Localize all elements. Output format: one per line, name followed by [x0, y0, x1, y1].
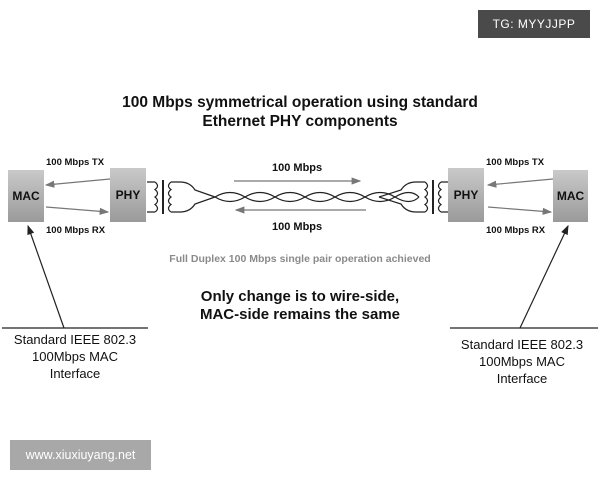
- change-note: Only change is to wire-side, MAC-side re…: [0, 288, 600, 324]
- right-tx-label: 100 Mbps TX: [486, 157, 545, 168]
- right-transformer-icon: [378, 180, 449, 214]
- left-mac-box: MAC: [8, 170, 44, 222]
- right-tx-arrow: [486, 178, 554, 188]
- duplex-caption: Full Duplex 100 Mbps single pair operati…: [169, 253, 431, 265]
- title-line-1: 100 Mbps symmetrical operation using sta…: [122, 94, 478, 111]
- watermark: www.xiuxiuyang.net: [10, 440, 151, 470]
- left-tx-arrow: [44, 178, 111, 188]
- left-rx-arrow: [45, 206, 110, 215]
- left-phy-box: PHY: [110, 168, 146, 222]
- right-interface-line-2: 100Mbps MAC: [479, 354, 565, 369]
- title-line-2: Ethernet PHY components: [202, 113, 398, 130]
- link-top-label: 100 Mbps: [272, 162, 323, 174]
- left-interface-pointer: [27, 224, 65, 329]
- note-line-1: Only change is to wire-side,: [200, 288, 400, 305]
- left-interface-line-2: 100Mbps MAC: [32, 349, 118, 364]
- twisted-pair-cable: [214, 191, 420, 203]
- right-rx-label: 100 Mbps RX: [486, 225, 546, 236]
- note-line-2: MAC-side remains the same: [199, 306, 401, 323]
- link-bottom-label: 100 Mbps: [272, 221, 323, 233]
- left-interface-line-1: Standard IEEE 802.3: [13, 332, 137, 347]
- left-interface-label: Standard IEEE 802.3 100Mbps MAC Interfac…: [0, 331, 150, 382]
- diagram-title: 100 Mbps symmetrical operation using sta…: [0, 93, 600, 131]
- left-rx-label: 100 Mbps RX: [46, 225, 106, 236]
- channel-badge: TG: MYYJJPP: [478, 10, 590, 38]
- right-interface-line-1: Standard IEEE 802.3: [460, 337, 584, 352]
- left-interface-line-3: Interface: [49, 366, 101, 381]
- right-interface-line-3: Interface: [496, 371, 548, 386]
- right-rx-arrow: [487, 206, 553, 215]
- right-interface-pointer: [519, 224, 569, 329]
- right-mac-box: MAC: [553, 170, 588, 222]
- left-transformer-icon: [147, 180, 216, 214]
- left-tx-label: 100 Mbps TX: [46, 157, 105, 168]
- right-interface-label: Standard IEEE 802.3 100Mbps MAC Interfac…: [447, 336, 597, 387]
- right-phy-box: PHY: [448, 168, 484, 222]
